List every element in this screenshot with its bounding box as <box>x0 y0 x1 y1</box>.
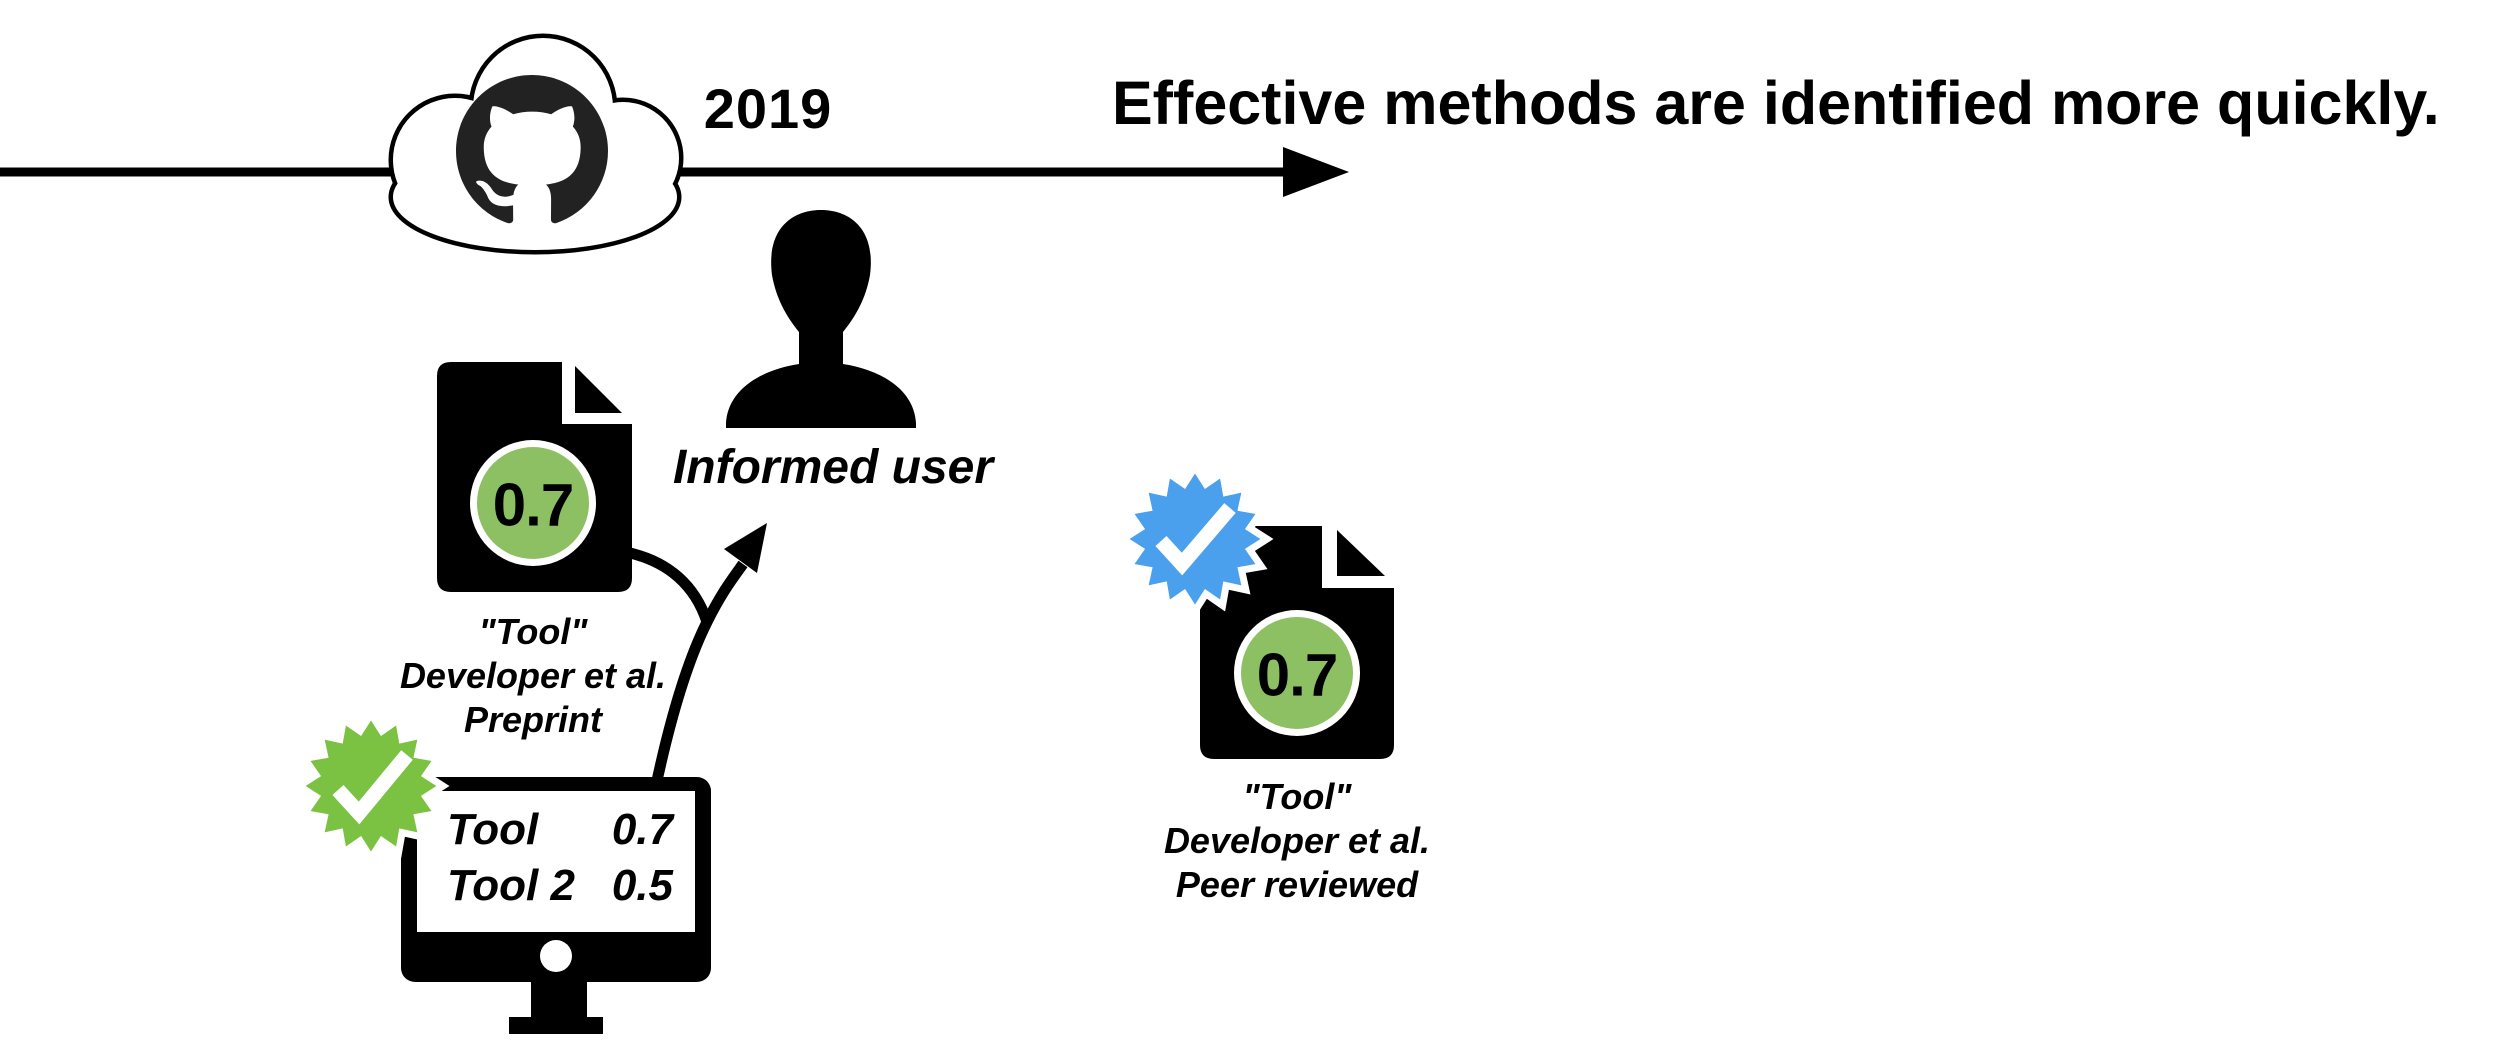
tool-score: 0.7 <box>611 805 673 854</box>
timeline-arrowhead-icon <box>1283 147 1349 197</box>
reviewed-score-value: 0.7 <box>1256 641 1338 709</box>
reviewed-doc-caption: "Tool" Developer et al. Peer reviewed <box>1164 775 1430 907</box>
arrow-branch-from-monitor <box>649 560 748 792</box>
monitor-results-list: Tool 0.7 Tool 2 0.5 <box>447 802 673 914</box>
tool-name: Tool <box>447 805 539 854</box>
document-fold-corner <box>1337 530 1385 576</box>
preprint-doc-authors: Developer et al. <box>399 655 667 696</box>
computer-monitor-icon <box>401 777 711 1034</box>
preprint-document-icon <box>437 362 632 592</box>
timeline-year-label: 2019 <box>703 77 833 140</box>
list-item: Tool 2 0.5 <box>447 858 673 914</box>
person-silhouette-icon <box>726 210 916 428</box>
verified-check-badge-blue <box>1116 460 1274 618</box>
merging-arrow-icon <box>628 547 748 792</box>
document-fold-corner <box>575 366 622 413</box>
monitor-stand-base <box>509 1017 603 1034</box>
tool-score: 0.5 <box>611 861 673 910</box>
reviewed-document-icon <box>1200 526 1394 759</box>
reviewed-doc-title: "Tool" <box>1242 776 1352 817</box>
badge-starburst <box>292 707 450 865</box>
check-icon <box>1155 503 1236 576</box>
monitor-screen <box>417 791 695 932</box>
informed-user-label: Informed user <box>672 441 994 494</box>
github-cloud-icon <box>388 33 684 255</box>
tool-name: Tool 2 <box>447 861 575 910</box>
monitor-button <box>540 940 572 972</box>
preprint-doc-title: "Tool" <box>478 611 588 652</box>
verified-check-badge-green <box>292 707 450 865</box>
flow-arrowhead-icon <box>724 523 767 573</box>
monitor-stand-neck <box>531 981 587 1019</box>
page-title: Effective methods are identified more qu… <box>1112 69 2440 137</box>
check-icon <box>332 750 413 825</box>
preprint-doc-caption: "Tool" Developer et al. Preprint <box>400 610 666 742</box>
reviewed-doc-status: Peer reviewed <box>1175 864 1419 905</box>
reviewed-doc-authors: Developer et al. <box>1163 820 1431 861</box>
score-circle-green <box>477 447 589 559</box>
list-item: Tool 0.7 <box>447 802 673 858</box>
arrow-branch-from-preprint <box>628 547 713 624</box>
github-octocat-icon <box>456 75 608 224</box>
preprint-score-value: 0.7 <box>492 471 574 539</box>
score-circle-green <box>1241 617 1353 729</box>
preprint-doc-status: Preprint <box>463 699 603 740</box>
